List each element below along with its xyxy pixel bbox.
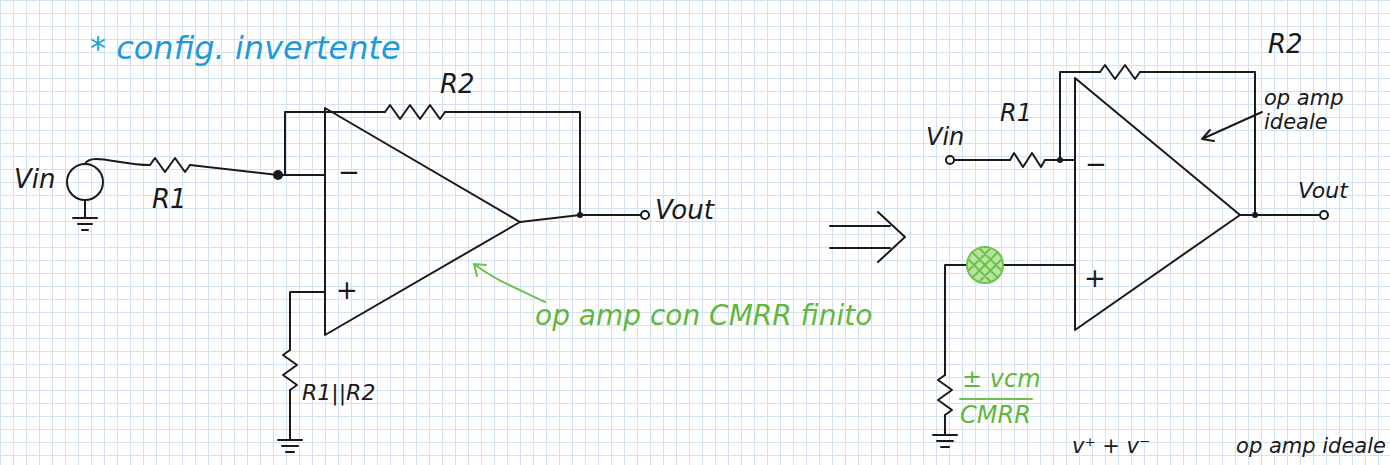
offset-value: CMRR (960, 402, 1031, 430)
opamp-symbol (325, 108, 520, 335)
pin-sign: + (1084, 264, 1106, 294)
terminal (641, 211, 649, 219)
leader-arrow (474, 264, 545, 302)
formula-text: v⁺ + v⁻ (1072, 434, 1150, 458)
signal-name: Vin (14, 165, 56, 195)
resistor-label: R1||R2 (302, 380, 375, 405)
resistor-symbol (1100, 65, 1140, 79)
implies-arrow (830, 212, 905, 262)
pin-sign: + (336, 276, 358, 306)
annotation-note: op amp ideale (1236, 434, 1386, 458)
wire (954, 159, 1010, 161)
junction-dot (273, 170, 283, 180)
voltage-source (67, 164, 103, 200)
wire (85, 159, 150, 165)
junction-dot (577, 212, 583, 218)
resistor-label: R1 (1000, 100, 1032, 128)
ground-symbol (278, 390, 302, 452)
wire (285, 112, 385, 175)
offset-value: ± vcm (962, 366, 1041, 394)
wire (290, 292, 325, 350)
offset-source (967, 247, 1003, 283)
signal-name: Vout (655, 196, 714, 226)
wire (1140, 72, 1255, 215)
heading-note: * config. invertente (90, 30, 401, 67)
junction-dot (1252, 212, 1258, 218)
resistor-symbol (150, 158, 190, 172)
leader-arrow (1202, 112, 1262, 141)
resistor-label: R2 (440, 70, 475, 100)
pin-sign: − (338, 158, 360, 188)
resistor-symbol (385, 105, 445, 119)
ground-symbol (73, 200, 97, 230)
opamp-symbol (1075, 78, 1240, 330)
annotation-note: op amp con CMRR finito (535, 300, 872, 332)
wire (945, 265, 1075, 375)
resistor-label: R1 (152, 185, 187, 215)
signal-name: Vin (926, 124, 964, 152)
junction-dot (1057, 157, 1063, 163)
wire (1060, 72, 1100, 160)
resistor-symbol (283, 350, 297, 390)
wire (190, 165, 325, 175)
pin-sign: − (1085, 150, 1107, 180)
resistor-label: R2 (1268, 30, 1303, 60)
signal-name: Vout (1298, 178, 1348, 203)
ground-symbol (933, 415, 957, 447)
fraction-bar (960, 398, 1032, 400)
hatch (969, 249, 1001, 281)
annotation-note: op amp ideale (1264, 86, 1364, 134)
wire (445, 112, 580, 215)
resistor-symbol (1010, 153, 1045, 167)
terminal (1320, 211, 1328, 219)
terminal (946, 156, 954, 164)
resistor-symbol (938, 375, 952, 415)
